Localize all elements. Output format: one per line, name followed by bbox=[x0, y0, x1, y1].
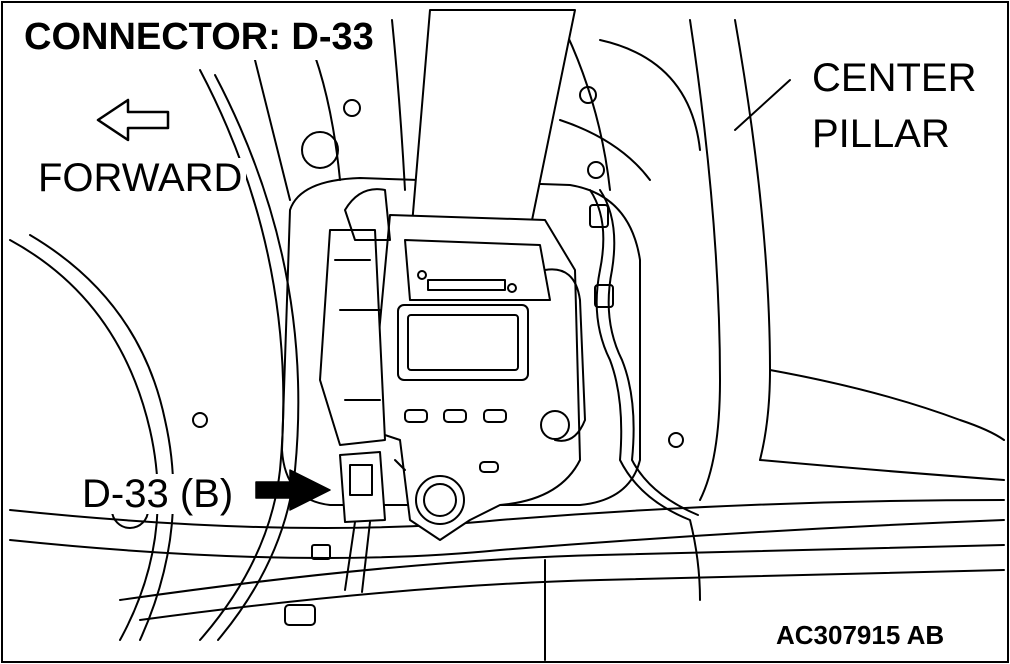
floor-rail bbox=[139, 569, 1005, 621]
retractor-body bbox=[369, 214, 581, 541]
center-pillar-edge bbox=[689, 19, 721, 501]
forward-arrow-icon bbox=[96, 98, 170, 142]
trim-panel-curve bbox=[214, 74, 300, 641]
center-pillar-leader bbox=[734, 79, 791, 131]
retractor-body bbox=[404, 239, 551, 301]
trim-panel-curve bbox=[9, 239, 159, 641]
center-pillar-edge bbox=[759, 459, 1005, 481]
callout-arrow-icon bbox=[255, 469, 331, 511]
diagram-title: CONNECTOR: D-33 bbox=[24, 16, 382, 60]
trim-panel-curve bbox=[391, 19, 406, 191]
figure-id: AC307915 AB bbox=[772, 620, 949, 650]
trim-panel-curve bbox=[29, 234, 175, 641]
floor-rail bbox=[9, 519, 1005, 559]
connector-callout-label: D-33 (B) bbox=[78, 474, 238, 514]
center-pillar-edge bbox=[734, 19, 771, 461]
center-pillar-edge bbox=[769, 369, 1005, 441]
floor-rail bbox=[119, 544, 1005, 601]
trim-panel-curve bbox=[599, 39, 701, 151]
center-pillar-label-line1: CENTER bbox=[808, 56, 981, 100]
center-pillar-label-line2: PILLAR bbox=[808, 112, 954, 156]
connector-d33 bbox=[339, 451, 386, 523]
retractor-spool bbox=[319, 229, 386, 446]
wire-harness bbox=[589, 189, 701, 601]
wire-harness bbox=[599, 189, 699, 516]
floor-rail bbox=[9, 499, 1005, 529]
forward-direction-label: FORWARD bbox=[34, 158, 247, 198]
trim-panel-curve bbox=[559, 119, 651, 181]
